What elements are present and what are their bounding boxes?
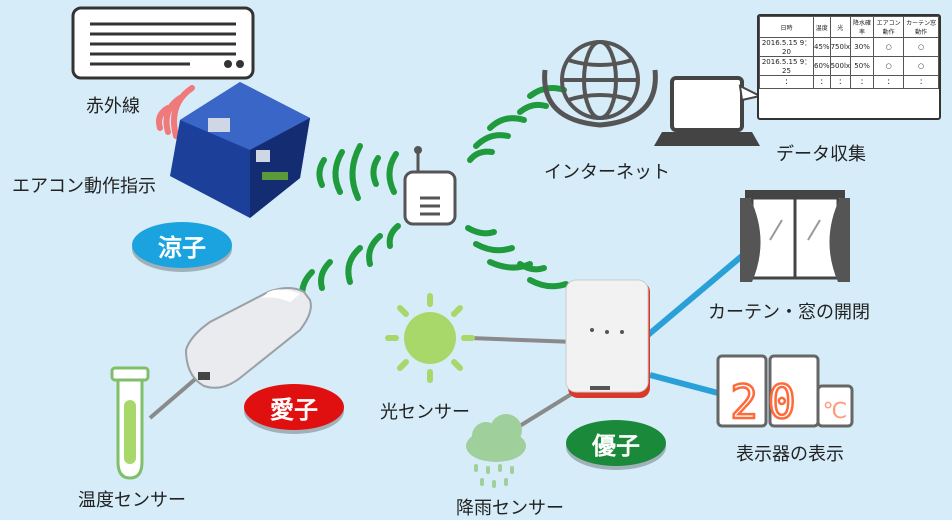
- label-rain-sensor: 降雨センサー: [456, 498, 564, 519]
- air-conditioner-icon: [71, 6, 255, 80]
- temperature-display-icon: 20 ℃: [716, 354, 854, 430]
- display-digits: 20: [730, 375, 805, 429]
- label-curtain-window: カーテン・窓の開閉: [708, 302, 870, 323]
- globe-icon: [542, 40, 658, 128]
- table-cell: 60%: [813, 56, 831, 76]
- table-header: 温度: [813, 16, 831, 38]
- table-cell: :: [758, 75, 815, 89]
- table-header-row: 日時 温度 光 降水確率 エアコン動作 カーテン窓動作: [758, 16, 939, 38]
- badge-aiko: 愛子: [244, 384, 344, 430]
- label-infrared: 赤外線: [86, 96, 140, 117]
- label-ac-command: エアコン動作指示: [12, 176, 156, 197]
- table-header: 日時: [758, 16, 815, 38]
- laptop-icon: [654, 76, 763, 146]
- infrared-waves: [156, 85, 195, 139]
- table-cell: ○: [873, 56, 905, 76]
- table-cell: 45%: [813, 37, 831, 57]
- sun-icon: [385, 293, 475, 383]
- label-data-collection: データ収集: [776, 144, 866, 165]
- table-cell: 750lx: [829, 37, 852, 57]
- table-cell: 50%: [850, 56, 875, 76]
- label-light-sensor: 光センサー: [380, 402, 470, 423]
- sensor-device-aiko-icon: [184, 287, 312, 389]
- table-header: 光: [829, 16, 852, 38]
- ac-controller-device-icon: [170, 82, 310, 218]
- connection-lines: [148, 242, 757, 434]
- table-cell: :: [903, 75, 939, 89]
- temp-sensor-line: [148, 373, 202, 420]
- table-cell: :: [850, 75, 875, 89]
- table-row: 2016.5.15 9：20 45% 750lx 30% ○ ○: [758, 37, 939, 57]
- table-cell: ○: [873, 37, 905, 57]
- display-unit: ℃: [823, 399, 848, 424]
- label-display: 表示器の表示: [736, 444, 844, 465]
- table-cell: 500lx: [829, 56, 852, 76]
- wifi-router-icon: [403, 146, 457, 226]
- table-header: エアコン動作: [873, 16, 905, 38]
- thermometer-icon: [110, 366, 150, 480]
- table-cell: ○: [903, 56, 939, 76]
- table-ellipsis-row: : : : : : :: [758, 75, 939, 89]
- table-header: カーテン窓動作: [903, 16, 939, 38]
- sensor-device-yuko-icon: [565, 279, 650, 398]
- badge-yuko: 優子: [566, 420, 666, 466]
- data-collection-table: 日時 温度 光 降水確率 エアコン動作 カーテン窓動作 2016.5.15 9：…: [757, 14, 941, 120]
- curtain-window-icon: [740, 190, 850, 282]
- table-cell: 2016.5.15 9：25: [758, 56, 815, 76]
- cloud-rain-icon: [466, 414, 526, 488]
- light-sensor-line: [469, 336, 576, 344]
- table-cell: ○: [903, 37, 939, 57]
- rain-sensor-line: [508, 388, 580, 434]
- table-cell: :: [829, 75, 852, 89]
- display-line: [649, 372, 719, 396]
- label-internet: インターネット: [544, 162, 670, 183]
- table-header: 降水確率: [850, 16, 875, 38]
- table-cell: 2016.5.15 9：20: [758, 37, 815, 57]
- table-cell: :: [813, 75, 831, 89]
- table-cell: 30%: [850, 37, 875, 57]
- badge-ryoko: 涼子: [132, 222, 232, 268]
- label-temp-sensor: 温度センサー: [78, 490, 186, 511]
- curtain-line: [646, 242, 757, 338]
- wireless-waves: [299, 85, 569, 307]
- table-row: 2016.5.15 9：25 60% 500lx 50% ○ ○: [758, 56, 939, 76]
- table-cell: :: [873, 75, 905, 89]
